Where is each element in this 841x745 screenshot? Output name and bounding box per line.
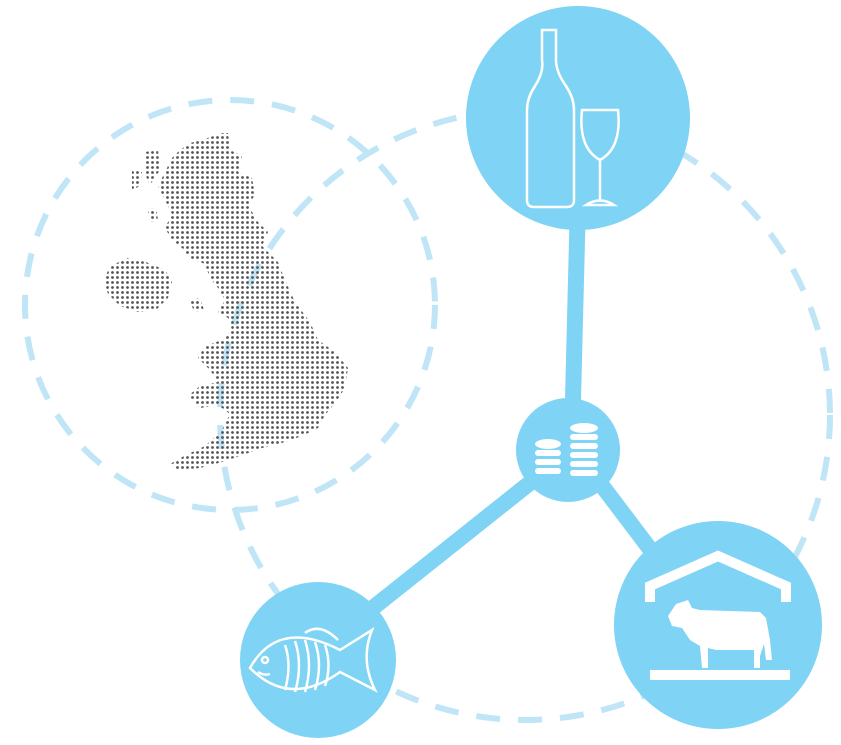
livestock-node	[614, 521, 822, 729]
wine-bottle-and-glass-icon	[525, 28, 620, 209]
fish-icon	[248, 626, 378, 693]
money-hub-node	[516, 398, 620, 502]
uk-dashed-ring	[22, 97, 438, 513]
seafood-node	[240, 582, 396, 738]
uk-dotted-map	[104, 133, 348, 470]
cow-in-barn-icon	[645, 550, 791, 680]
coin-stacks-icon	[535, 423, 598, 476]
drinks-node	[466, 6, 690, 230]
